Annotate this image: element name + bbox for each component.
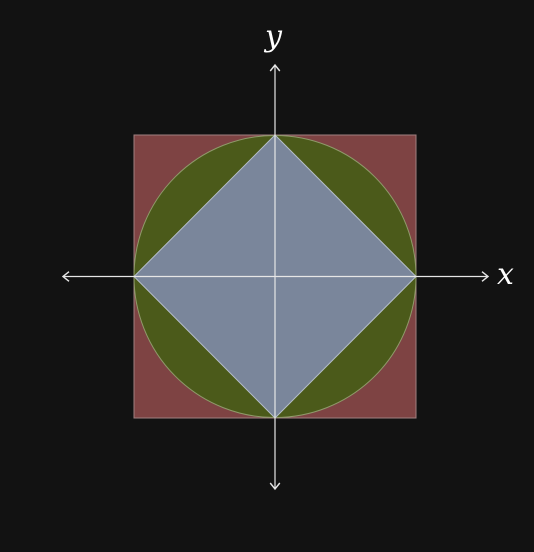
y-axis-label: y	[263, 19, 283, 54]
x-axis-label: x	[497, 257, 514, 292]
